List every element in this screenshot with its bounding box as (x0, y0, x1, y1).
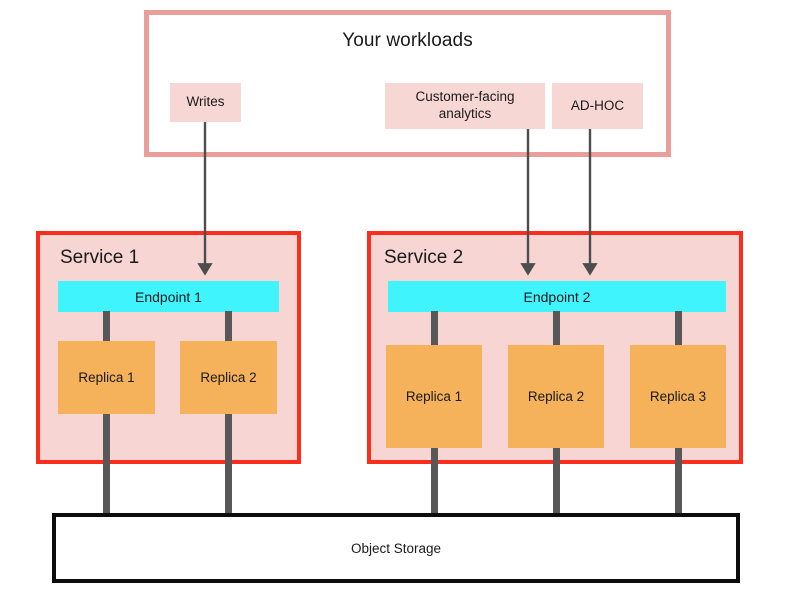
service-2-replica-2[interactable]: Replica 2 (508, 345, 604, 448)
workloads-title: Your workloads (342, 30, 473, 51)
object-storage-box: Object Storage (52, 513, 740, 583)
connector-service2-replica2-storage (553, 448, 560, 514)
connector-service1-replica2-storage (225, 414, 232, 514)
service-1-label: Service 1 (60, 247, 140, 268)
service-1-replica-1[interactable]: Replica 1 (58, 341, 155, 414)
connector-endpoint1-replica1 (103, 311, 110, 342)
workload-chip-writes[interactable]: Writes (170, 83, 241, 122)
service-2-replica-3[interactable]: Replica 3 (630, 345, 726, 448)
service-1-replica-2[interactable]: Replica 2 (180, 341, 277, 414)
connector-service2-replica1-storage (431, 448, 438, 514)
connector-service2-replica3-storage (675, 448, 682, 514)
connector-service1-replica1-storage (103, 414, 110, 514)
service-2-label: Service 2 (384, 247, 464, 268)
endpoint-1[interactable]: Endpoint 1 (58, 281, 279, 312)
workload-chip-customer-facing-analytics[interactable]: Customer-facing analytics (385, 83, 545, 129)
service-2-replica-1[interactable]: Replica 1 (386, 345, 482, 448)
connector-endpoint2-replica3 (675, 311, 682, 345)
workload-chip-ad-hoc[interactable]: AD-HOC (552, 83, 643, 129)
connector-endpoint1-replica2 (225, 311, 232, 342)
connector-endpoint2-replica1 (431, 311, 438, 345)
endpoint-2[interactable]: Endpoint 2 (388, 281, 726, 312)
connector-endpoint2-replica2 (553, 311, 560, 345)
